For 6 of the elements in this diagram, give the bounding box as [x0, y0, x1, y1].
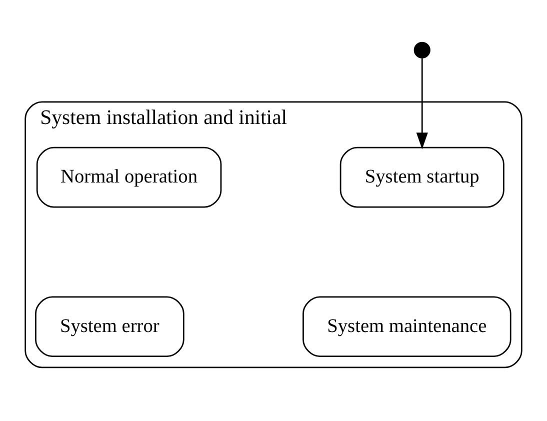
node-circle	[414, 42, 430, 58]
node-box: System maintenance	[302, 296, 512, 358]
arrow	[416, 58, 428, 150]
node-box: System startup	[340, 146, 504, 208]
node-box: Normal operation	[36, 146, 222, 208]
node-box: System error	[35, 296, 184, 358]
